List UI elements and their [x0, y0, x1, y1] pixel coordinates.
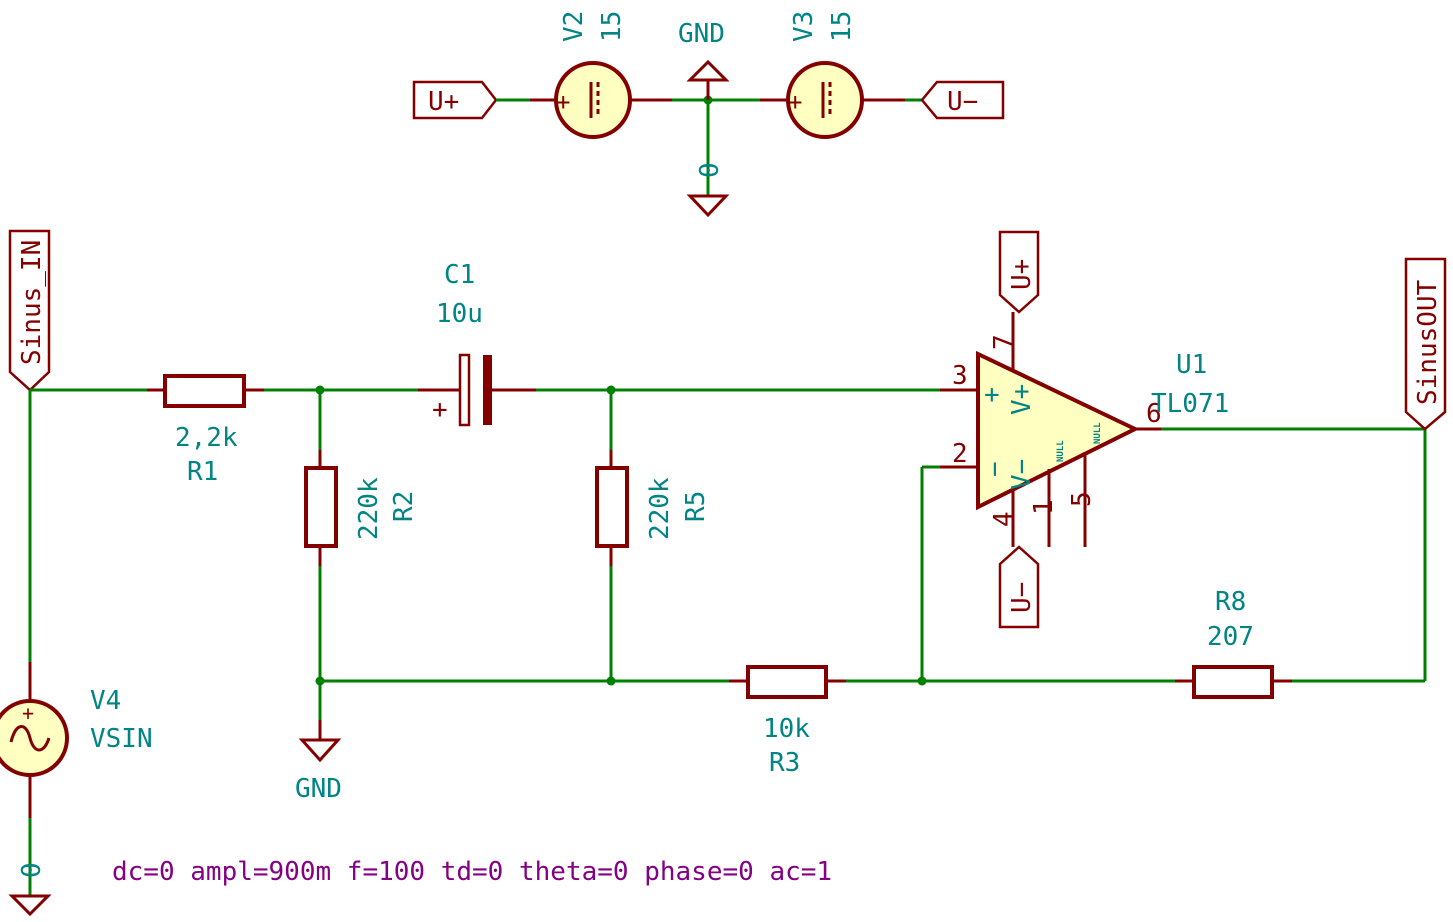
opamp-vplus: V+ [1007, 384, 1037, 415]
capacitor-c1-plate-positive[interactable] [458, 353, 471, 427]
zero-node-top: 0 [695, 162, 725, 178]
pin-1-number: 1 [1029, 499, 1059, 515]
simulation-parameters: dc=0 ampl=900m f=100 td=0 theta=0 phase=… [112, 857, 832, 887]
r5-value: 220k [645, 477, 675, 540]
c1-ref: C1 [444, 260, 475, 290]
resistor-r8[interactable] [1192, 665, 1274, 699]
opamp-u1[interactable] [976, 350, 1140, 511]
svg-text:+: + [22, 701, 34, 725]
svg-text:+: + [556, 88, 570, 116]
zero-node-bottom: 0 [17, 862, 47, 878]
r8-ref: R8 [1215, 587, 1246, 617]
opamp-plus-input: + [984, 380, 1000, 410]
ground-symbol-bottom [8, 894, 52, 917]
opamp-null-5: NULL [1093, 422, 1103, 444]
pin-7-number: 7 [989, 334, 1019, 350]
label-uminus-opamp[interactable]: U− [998, 545, 1040, 629]
v2-value: 15 [597, 11, 627, 42]
voltage-source-v3[interactable]: + [786, 61, 864, 139]
ground-symbol-top [686, 194, 730, 218]
resistor-r1[interactable] [163, 374, 246, 408]
label-sinus-in[interactable]: Sinus_IN [8, 229, 51, 392]
v2-ref: V2 [559, 11, 589, 42]
v4-value: VSIN [90, 724, 153, 754]
u1-ref: U1 [1176, 350, 1207, 380]
r1-ref: R1 [187, 457, 218, 487]
opamp-uplus-text: U+ [1007, 259, 1037, 290]
u1-value: TL071 [1151, 389, 1229, 419]
opamp-vminus: V− [1007, 459, 1037, 490]
r5-ref: R5 [681, 491, 711, 522]
label-uplus-top[interactable]: U+ [412, 80, 498, 120]
r3-value: 10k [763, 714, 810, 744]
sine-source-v4[interactable]: + [0, 699, 69, 777]
pin-3-number: 3 [952, 361, 968, 391]
capacitor-c1-plate-negative[interactable] [483, 355, 492, 425]
svg-text:+: + [788, 88, 802, 116]
gnd-symbol-bottom [298, 738, 342, 763]
gnd-bottom-label: GND [295, 774, 342, 804]
r2-value: 220k [354, 477, 384, 540]
opamp-minus-input: − [980, 461, 1010, 477]
sinus-in-text: Sinus_IN [17, 240, 47, 365]
label-uminus-text: U− [947, 87, 978, 117]
sinus-out-text: SinusOUT [1413, 279, 1443, 405]
r3-ref: R3 [769, 748, 800, 778]
c1-value: 10u [436, 299, 483, 329]
r8-value: 207 [1207, 622, 1254, 652]
gnd-top-label: GND [678, 19, 725, 49]
gnd-symbol-top [686, 59, 730, 100]
resistor-r2[interactable] [304, 466, 338, 548]
label-uplus-opamp[interactable]: U+ [998, 230, 1040, 314]
opamp-uminus-text: U− [1007, 582, 1037, 613]
voltage-source-v2[interactable]: + [554, 61, 632, 139]
pin-2-number: 2 [952, 439, 968, 469]
v3-ref: V3 [789, 11, 819, 42]
opamp-null-1: NULL [1056, 440, 1066, 462]
label-sinus-out[interactable]: SinusOUT [1404, 257, 1447, 431]
label-uminus-top[interactable]: U− [920, 80, 1005, 120]
pin-4-number: 4 [989, 511, 1019, 527]
v4-ref: V4 [90, 686, 121, 716]
resistor-r3[interactable] [746, 665, 828, 699]
r2-ref: R2 [389, 491, 419, 522]
c1-plus-sign: + [432, 395, 448, 425]
pin-5-number: 5 [1067, 491, 1097, 507]
label-uplus-text: U+ [428, 87, 459, 117]
resistor-r5[interactable] [595, 466, 629, 548]
pin-6-number: 6 [1146, 399, 1162, 429]
r1-value: 2,2k [175, 423, 238, 453]
v3-value: 15 [827, 11, 857, 42]
